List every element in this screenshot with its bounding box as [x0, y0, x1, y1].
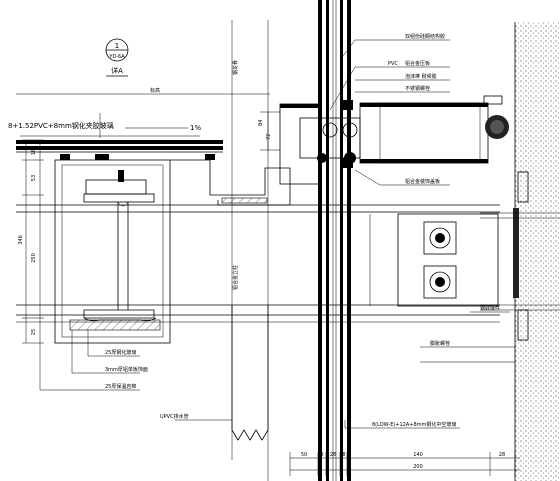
label-mid-small: 铝合金装饰盖板 [405, 178, 440, 185]
label-left-small-1: 25厚钢化玻璃 [105, 349, 136, 356]
right-leaders: 钢转接件 膨胀螺栓 [420, 305, 515, 363]
detail-marker: 1 YD-6A 详A [105, 38, 129, 77]
bottom-dimensions: 50 8 28 8 140 28 200 [289, 452, 520, 476]
right-bracket [359, 95, 509, 164]
dim-bottom-8b: 8 [342, 452, 345, 458]
upvc-drain: UPVC排水管 [160, 305, 269, 441]
vertical-lines: 钢龙骨 铝合金立柱 [231, 20, 269, 481]
gutter [16, 159, 500, 323]
dim-bottom-50: 50 [301, 452, 307, 458]
slope-label: 1% [190, 124, 201, 132]
top-elev-label: 标高 [150, 87, 160, 94]
dim-bottom-28: 28 [330, 452, 336, 458]
dim-left-250: 250 [31, 253, 37, 263]
detail-sheet: YD-6A [108, 54, 125, 60]
dim-bottom-200: 200 [413, 464, 423, 470]
elevation-line: 标高 [16, 87, 270, 95]
label-top-small-3: 泡沫棒 耐候胶 [405, 73, 437, 80]
dim-bottom-28b: 28 [499, 452, 505, 458]
label-pvc: PVC [388, 61, 398, 67]
upvc-label: UPVC排水管 [160, 413, 189, 420]
dim-left-53: 53 [31, 175, 37, 181]
label-right-small-2: 钢转接件 [480, 305, 500, 312]
label-right-small-3: 膨胀螺栓 [430, 340, 450, 347]
dim-left-18: 18 [31, 149, 37, 155]
label-left-small-3: 25厚保温岩棉 [105, 383, 136, 390]
dim-bottom-8a: 8 [320, 452, 323, 458]
left-leaders: 25厚钢化玻璃 3mm厚铝单板饰面 25厚保温岩棉 [39, 330, 148, 391]
middle-dimensions: 84 72 [258, 111, 280, 151]
glass-top-label: 8+1.52PVC+8mm钢化夹胶玻璃 [8, 121, 114, 130]
dim-left-346: 346 [18, 235, 24, 245]
label-right-small-1: 不锈钢螺栓 [405, 85, 430, 92]
glass-bottom: 8(LOW-E)+12A+8mm钢化中空玻璃 [344, 420, 460, 429]
detail-number: 1 [115, 42, 119, 50]
mullion-profile [279, 0, 361, 481]
label-left-small-2: 3mm厚铝单板饰面 [105, 366, 148, 373]
label-top-small-2: 铝合金压板 [405, 60, 430, 67]
dim-left-25: 25 [31, 329, 37, 335]
top-right-leaders: 双组份硅酮结构胶 PVC 铝合金压板 泡沫棒 耐候胶 不锈钢螺栓 铝合金装饰盖板 [329, 33, 450, 186]
concrete-wall [513, 22, 560, 481]
skylight-glass: 8+1.52PVC+8mm钢化夹胶玻璃 1% [8, 113, 223, 160]
steel-beam-assembly [54, 159, 171, 344]
vertical-label-2: 铝合金立柱 [232, 265, 239, 290]
vertical-label-1: 钢龙骨 [232, 60, 239, 75]
dim-mid-72: 72 [266, 134, 272, 140]
fixing-plate [369, 213, 499, 307]
glass-bottom-label: 8(LOW-E)+12A+8mm钢化中空玻璃 [372, 421, 456, 428]
label-top-small-1: 双组份硅酮结构胶 [405, 33, 445, 40]
dim-mid-84: 84 [258, 120, 264, 126]
dim-bottom-140: 140 [413, 452, 423, 458]
detail-caption: 详A [111, 66, 123, 75]
left-dimensions: 18 53 250 25 346 [18, 139, 44, 344]
